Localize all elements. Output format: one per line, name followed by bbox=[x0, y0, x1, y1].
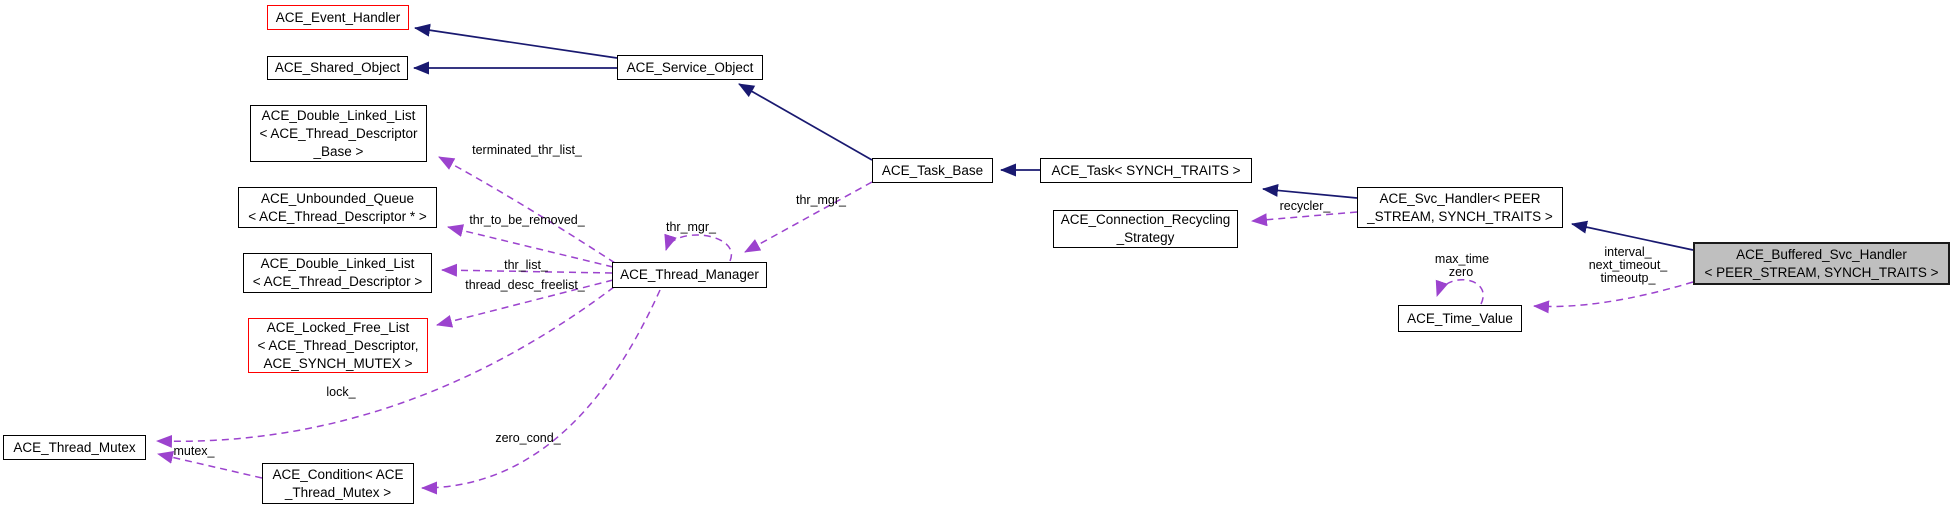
node-ace-shared-object[interactable]: ACE_Shared_Object bbox=[267, 56, 408, 80]
edge-thread-manager-thr-to-be-removed bbox=[447, 224, 614, 268]
node-label: _STREAM, SYNCH_TRAITS > bbox=[1367, 208, 1553, 224]
node-label: < ACE_Thread_Descriptor * > bbox=[248, 208, 427, 224]
edge-thread-manager-zero-cond bbox=[421, 289, 661, 495]
node-ace-condition[interactable]: ACE_Condition< ACE _Thread_Mutex > bbox=[262, 463, 414, 504]
node-label: < ACE_Thread_Descriptor, bbox=[257, 337, 419, 353]
node-ace-locked-free-list[interactable]: ACE_Locked_Free_List < ACE_Thread_Descri… bbox=[248, 318, 428, 373]
node-ace-task-base[interactable]: ACE_Task_Base bbox=[872, 158, 993, 183]
node-label: ACE_Event_Handler bbox=[275, 9, 401, 25]
node-ace-unbounded-queue[interactable]: ACE_Unbounded_Queue < ACE_Thread_Descrip… bbox=[238, 187, 437, 228]
node-label: < PEER_STREAM, SYNCH_TRAITS > bbox=[1704, 264, 1939, 280]
node-label: ACE_Double_Linked_List bbox=[260, 256, 415, 271]
edge-label-thr-list: thr_list_ bbox=[504, 258, 548, 272]
node-label: ACE_Double_Linked_List bbox=[261, 107, 416, 123]
node-label: ACE_Time_Value bbox=[1407, 310, 1513, 326]
node-label: ACE_Connection_Recycling bbox=[1060, 212, 1231, 227]
edge-label-interval: interval_ bbox=[1604, 245, 1652, 259]
node-ace-double-linked-list-base[interactable]: ACE_Double_Linked_List < ACE_Thread_Desc… bbox=[250, 105, 427, 162]
edge-label-timeoutp: timeoutp_ bbox=[1600, 271, 1656, 285]
edge-condition-mutex bbox=[157, 451, 263, 479]
node-label: _Thread_Mutex > bbox=[284, 484, 392, 500]
node-ace-thread-mutex[interactable]: ACE_Thread_Mutex bbox=[3, 435, 146, 460]
node-label: < ACE_Thread_Descriptor bbox=[259, 125, 418, 141]
node-label: ACE_Thread_Mutex bbox=[13, 439, 136, 455]
node-ace-time-value[interactable]: ACE_Time_Value bbox=[1398, 305, 1522, 332]
edge-thread-manager-self-loop bbox=[664, 233, 733, 262]
node-label: < ACE_Thread_Descriptor > bbox=[252, 274, 423, 289]
edge-label-zero: zero bbox=[1448, 265, 1474, 279]
node-label: ACE_Buffered_Svc_Handler bbox=[1736, 246, 1907, 262]
edge-label-next-timeout: next_timeout_ bbox=[1588, 258, 1668, 272]
node-ace-thread-manager[interactable]: ACE_Thread_Manager bbox=[612, 262, 767, 288]
node-label: _Strategy bbox=[1116, 230, 1175, 245]
node-label: ACE_SYNCH_MUTEX > bbox=[263, 355, 413, 371]
node-ace-service-object[interactable]: ACE_Service_Object bbox=[617, 55, 763, 80]
node-ace-connection-recycling-strategy[interactable]: ACE_Connection_Recycling _Strategy bbox=[1053, 210, 1238, 248]
edge-label-zero-cond: zero_cond_ bbox=[495, 431, 561, 445]
edge-service-object-to-event-handler bbox=[414, 23, 618, 59]
edge-svc-handler-to-task bbox=[1262, 183, 1358, 199]
node-label: ACE_Locked_Free_List bbox=[266, 319, 410, 335]
node-label: ACE_Shared_Object bbox=[274, 60, 401, 75]
edge-svc-handler-recycler bbox=[1251, 211, 1358, 227]
edge-time-value-self-loop bbox=[1435, 279, 1484, 305]
node-ace-event-handler[interactable]: ACE_Event_Handler bbox=[267, 5, 409, 30]
edge-label-max-time: max_time bbox=[1434, 252, 1490, 266]
edge-label-lock: lock_ bbox=[326, 385, 356, 399]
edge-buffered-timeouts bbox=[1533, 281, 1694, 314]
edge-label-terminated-thr-list: terminated_thr_list_ bbox=[472, 143, 582, 157]
node-label: ACE_Unbounded_Queue bbox=[260, 190, 415, 206]
node-label: ACE_Svc_Handler< PEER bbox=[1379, 190, 1541, 206]
edge-label-recycler: recycler_ bbox=[1279, 199, 1331, 213]
node-label: ACE_Thread_Manager bbox=[620, 267, 759, 282]
node-label: ACE_Task< SYNCH_TRAITS > bbox=[1051, 162, 1241, 178]
node-ace-buffered-svc-handler: ACE_Buffered_Svc_Handler < PEER_STREAM, … bbox=[1693, 242, 1950, 285]
edge-thread-manager-thread-desc-freelist bbox=[436, 279, 614, 328]
edge-thread-manager-terminated-thr-list bbox=[438, 156, 616, 264]
edge-task-base-to-service-object bbox=[738, 83, 873, 161]
node-label: ACE_Service_Object bbox=[626, 59, 754, 75]
node-label: ACE_Condition< ACE bbox=[272, 466, 404, 482]
edge-label-thr-mgr: thr_mgr_ bbox=[795, 193, 847, 207]
node-ace-double-linked-list-descriptor[interactable]: ACE_Double_Linked_List < ACE_Thread_Desc… bbox=[243, 253, 432, 293]
node-ace-svc-handler[interactable]: ACE_Svc_Handler< PEER _STREAM, SYNCH_TRA… bbox=[1357, 187, 1563, 228]
edge-buffered-to-svc-handler bbox=[1571, 220, 1694, 251]
edge-thread-manager-lock bbox=[156, 286, 615, 448]
node-ace-task[interactable]: ACE_Task< SYNCH_TRAITS > bbox=[1040, 158, 1252, 183]
edge-thread-manager-thr-list bbox=[441, 263, 613, 277]
node-label: _Base > bbox=[313, 143, 364, 159]
edge-task-base-thr-mgr bbox=[744, 181, 873, 253]
edge-label-thread-desc-freelist: thread_desc_freelist_ bbox=[465, 278, 585, 292]
node-label: ACE_Task_Base bbox=[881, 162, 984, 178]
edge-label-mutex: mutex_ bbox=[173, 444, 215, 458]
edge-label-thr-to-be-removed: thr_to_be_removed_ bbox=[469, 213, 585, 227]
edge-label-thr-mgr-self: thr_mgr_ bbox=[665, 220, 717, 234]
